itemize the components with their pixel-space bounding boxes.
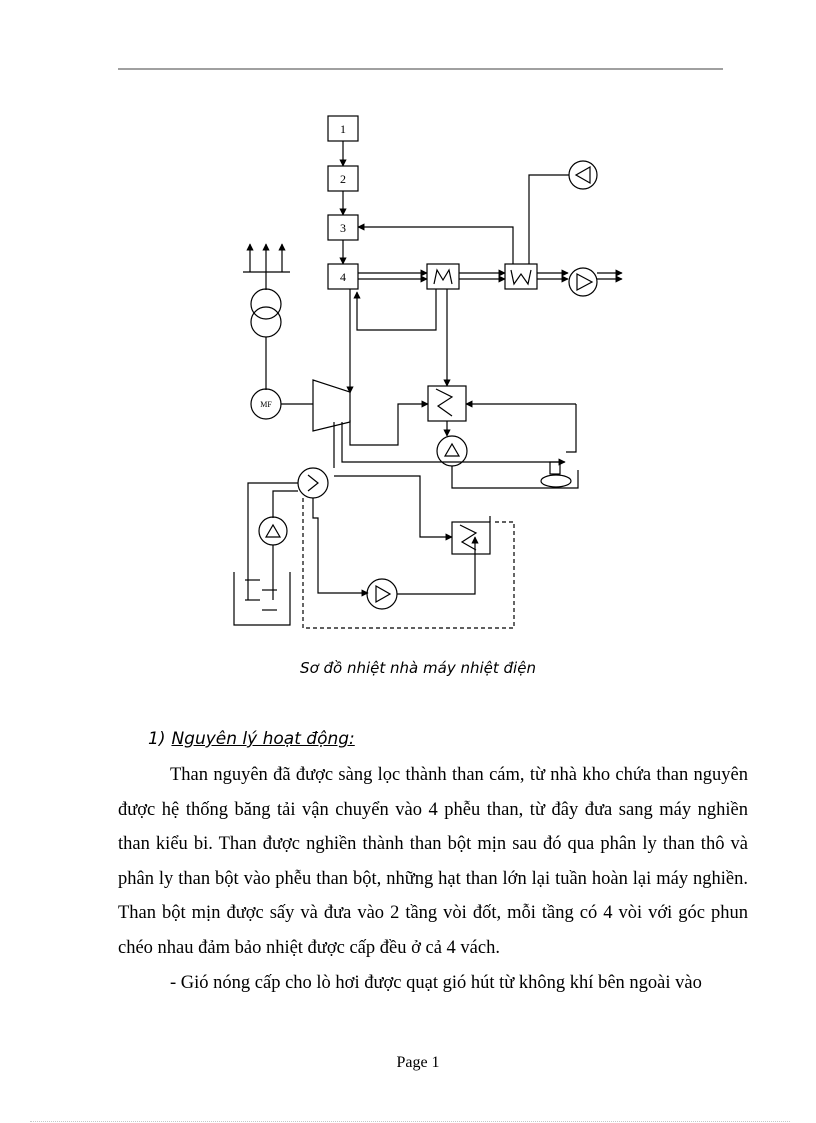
section-title: Nguyên lý hoạt động: xyxy=(171,729,355,749)
deaerator-column xyxy=(549,461,561,475)
low-pressure-heater xyxy=(451,521,491,555)
section-number: 1) xyxy=(148,729,166,749)
reheater xyxy=(427,385,467,422)
figure-caption: Sơ đồ nhiệt nhà máy nhiệt điện xyxy=(300,659,536,677)
heat-exchanger-2 xyxy=(504,263,538,290)
paragraph: - Gió nóng cấp cho lò hơi được quạt gió … xyxy=(170,972,702,993)
footer-rule xyxy=(30,1121,790,1122)
transformer-upper xyxy=(250,288,282,320)
air-fan xyxy=(568,160,598,190)
box-4-label: 4 xyxy=(340,270,346,284)
cooling-water-pump xyxy=(258,516,288,546)
paragraph: Than nguyên đã được sàng lọc thành than … xyxy=(118,765,748,958)
turbine xyxy=(312,379,351,432)
heat-exchanger-1 xyxy=(426,263,460,290)
box-1-label: 1 xyxy=(340,122,346,136)
deaerator xyxy=(540,474,572,488)
condenser xyxy=(297,467,329,499)
flue-fan xyxy=(568,267,598,297)
transformer-lower xyxy=(250,306,282,338)
box-2-label: 2 xyxy=(340,172,346,186)
box-3-label: 3 xyxy=(340,221,346,235)
generator-label: MF xyxy=(260,400,272,409)
body-text: Than nguyên đã được sàng lọc thành than … xyxy=(118,758,748,1000)
section-heading: 1)Nguyên lý hoạt động: xyxy=(148,729,355,749)
header-rule xyxy=(118,68,723,70)
page-number: Page 1 xyxy=(396,1054,440,1071)
thermal-plant-diagram: 1 2 3 4 MF xyxy=(233,115,623,629)
condensate-pump xyxy=(366,578,398,610)
